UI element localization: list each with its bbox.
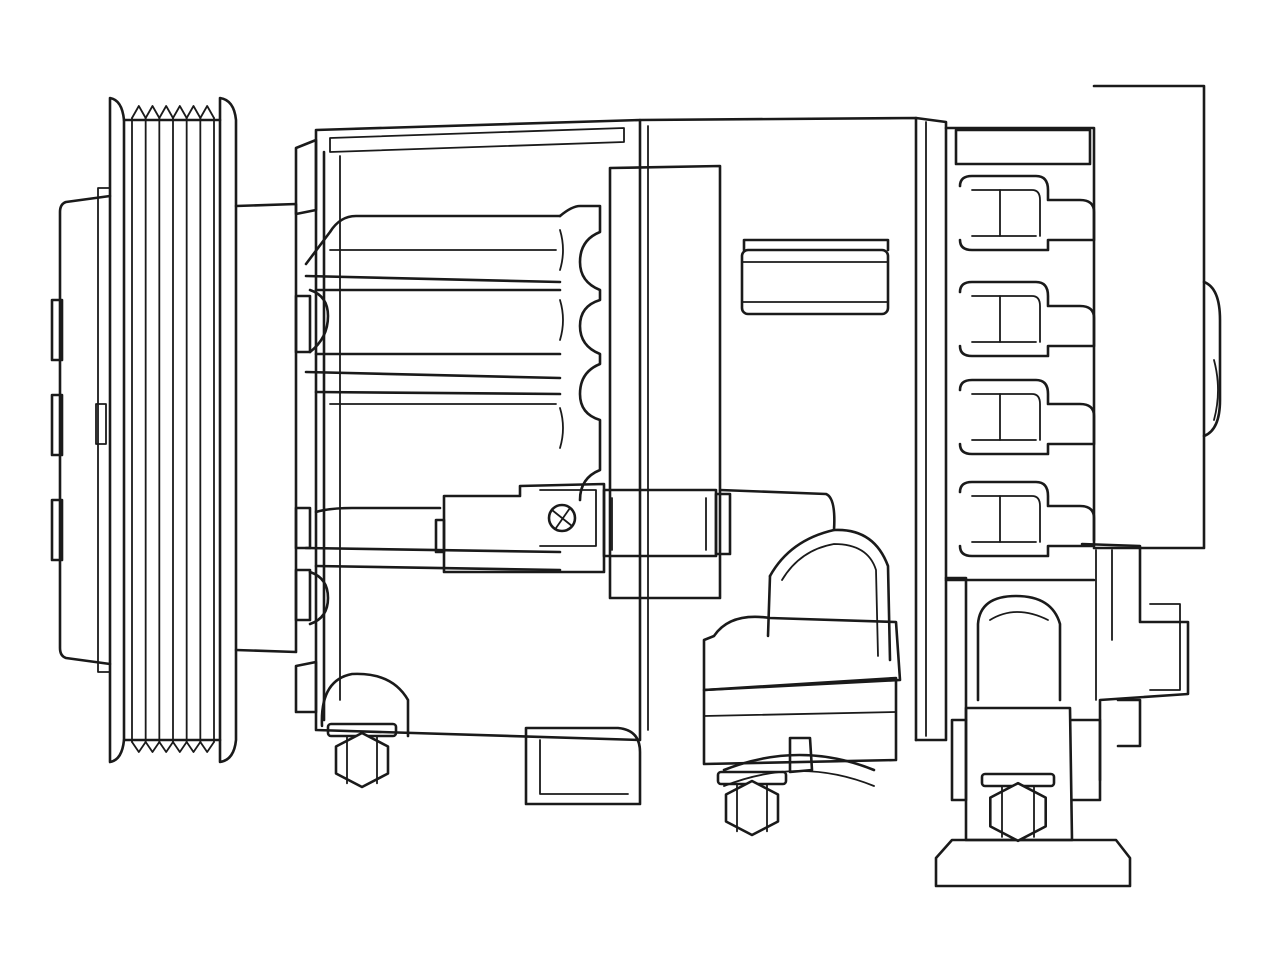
pulley: [108, 96, 238, 764]
pulley-grooves: [131, 105, 215, 753]
cooling-fin-inner: [971, 189, 1041, 237]
cooling-fins: [958, 174, 1096, 558]
cooling-fin-inner: [971, 495, 1041, 543]
pulley-groove-crest: [185, 105, 202, 753]
mid-body: [524, 726, 642, 806]
hex-bolt: [326, 722, 398, 789]
bolt-facet: [1001, 786, 1035, 838]
mounting-bolts: [320, 672, 1056, 843]
suction-port: [702, 528, 902, 787]
bolt-facet: [346, 735, 378, 785]
bolt-hex-head: [988, 781, 1047, 843]
screw-head: [547, 503, 577, 533]
cooling-fin-inner: [971, 393, 1041, 441]
hex-bolt: [980, 772, 1056, 843]
cooling-fin: [958, 280, 1096, 358]
pulley-groove-crest: [172, 105, 188, 753]
pulley-groove-crest: [144, 105, 161, 753]
center-mount: [608, 116, 918, 742]
front-housing: [294, 118, 642, 742]
pulley-groove-crest: [131, 105, 147, 753]
pulley-groove-crest: [199, 105, 215, 753]
bolt-facet: [736, 783, 768, 833]
cooling-fin: [958, 378, 1096, 456]
cooling-fin: [958, 174, 1096, 252]
bolt-hex-head: [724, 779, 780, 837]
shaft-collar: [234, 202, 298, 654]
hex-bolt: [716, 770, 788, 837]
discharge-port: [934, 542, 1190, 888]
electrical-connector: [434, 482, 732, 574]
cooling-fin-inner: [971, 295, 1041, 343]
pulley-groove-crest: [158, 105, 174, 753]
clutch-hub: [50, 187, 112, 673]
bolt-ear: [320, 672, 410, 738]
bolt-hex-head: [334, 731, 390, 789]
rear-housing: [914, 84, 1222, 742]
cooling-fin: [958, 480, 1096, 558]
